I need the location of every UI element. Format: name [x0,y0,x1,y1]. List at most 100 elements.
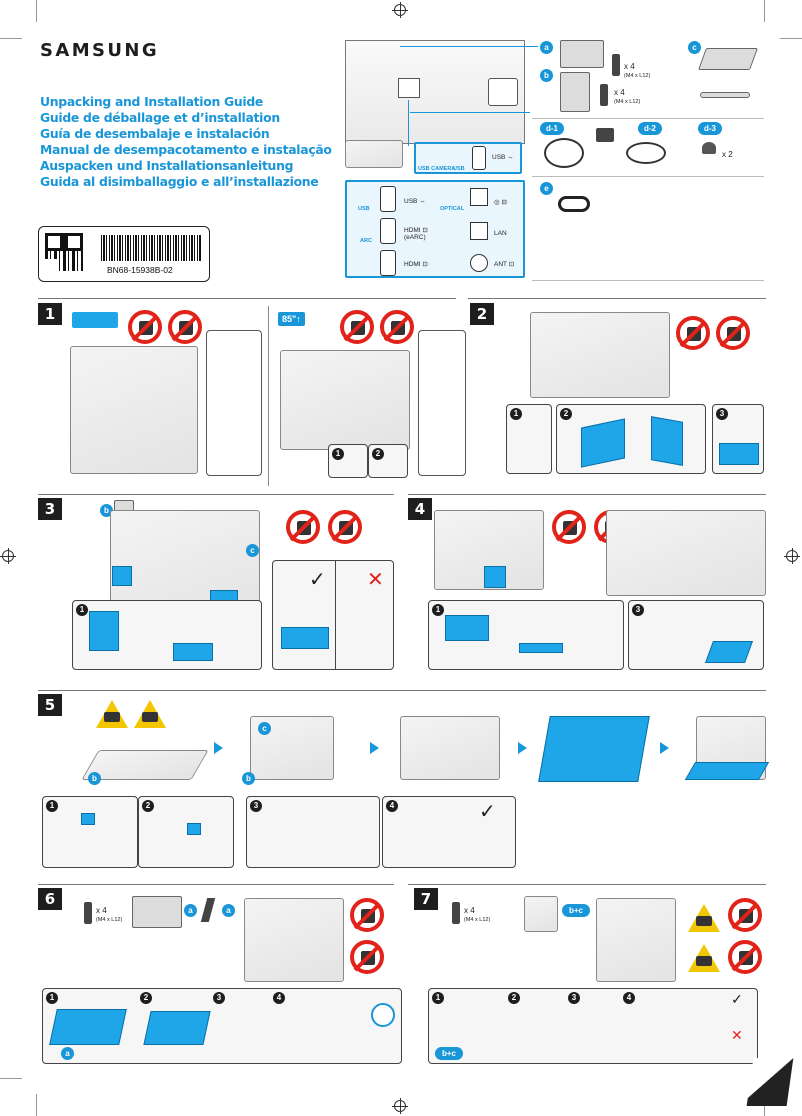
foam-block [281,627,329,649]
step5-sub-2: 2 [138,796,234,868]
parts-divider [532,280,764,281]
step-rule [408,884,766,885]
warning-hand-icon [134,700,166,728]
part-d3-badge: d-3 [698,122,722,135]
title-en: Unpacking and Installation Guide [40,94,263,109]
page-curl-icon [746,1058,794,1106]
part-b-badge: b [540,69,553,82]
no-lay-flat-icon [676,316,710,350]
foam-block [519,643,563,653]
check-icon: ✓ [479,801,496,823]
step2-sub-2: 2 [556,404,706,474]
title-es: Guía de desembalaje e instalación [40,126,270,141]
remove-packaging-illustration [530,312,670,398]
qr-code-icon [45,233,83,271]
crop-mark [780,38,802,39]
step-4-number: 4 [408,498,432,520]
stand-bar-icon [700,92,750,98]
no-press-screen-icon [716,316,750,350]
foam-block [112,566,132,586]
parts-divider [532,176,764,177]
port-usb-label: USB [453,166,465,172]
part-d2-badge: d-2 [638,122,662,135]
crop-mark [0,38,22,39]
lan-port-icon [470,222,488,240]
step5-sub-1: 1 [42,796,138,868]
wall-mount-blue [143,1011,211,1045]
power-cable-icon [544,138,584,168]
barcode-icon [101,235,201,261]
row2-blue: ARC [360,238,372,244]
part-c-badge: c [258,722,271,735]
step-5-number: 5 [38,694,62,716]
cable-holder-icon [702,142,716,154]
part-d3-qty: x 2 [722,150,733,159]
parts-divider [532,118,764,119]
step2-sub-1: 1 [506,404,552,474]
clip-part [187,823,201,835]
code-box: BN68-15938B-02 [38,226,210,282]
step5-sub-4: 4 ✓ [382,796,516,868]
part-d1-badge: d-1 [540,122,564,135]
part-c-badge: c [688,41,701,54]
step4-sub-1-2: 1 [428,600,624,670]
stand-base-icon [697,48,759,70]
foam-block [445,615,489,641]
step6-qty: x 4 [96,906,107,915]
part-bc-badge: b+c [562,904,590,917]
wall-socket-icon [488,78,518,106]
part-a-badge: a [184,904,197,917]
step-7-number: 7 [414,888,438,910]
next-arrow-icon [660,742,669,754]
ports-top-panel [414,142,522,174]
row2-right-label: LAN [494,230,507,237]
step7-qty: x 4 [464,906,475,915]
wall-mount-adapter-icon [560,40,604,68]
antenna-port-icon [470,254,488,272]
next-arrow-icon [518,742,527,754]
step6-sub-strip: 1 a 2 3 4 [42,988,402,1064]
port-usb-camera-label: USB CAMERA [418,166,456,172]
title-pt: Manual de desempacotamento e instalação [40,142,332,157]
registration-mark [784,548,800,564]
one-connect-box-illustration [345,140,403,168]
part-e-badge: e [540,182,553,195]
protective-cover [719,443,759,465]
no-lay-flat-icon [728,898,762,932]
guide-titles: Unpacking and Installation Guide Guide d… [40,94,332,190]
cable-icon [626,142,666,164]
callout-line [400,46,538,47]
part-a-spec: (M4 x L12) [624,73,651,79]
crop-mark [36,0,37,22]
part-b-badge: b [100,504,113,517]
hdmi-port-icon [380,250,396,276]
step-rule [38,494,394,495]
clip-icon [200,898,216,922]
usb-port-icon [472,146,486,170]
no-lay-flat-icon [552,510,586,544]
divider [335,561,336,669]
protective-cover [581,418,625,468]
wall-mount-adapter-icon [132,896,182,928]
row2-label: HDMI ⊡ (eARC) [404,227,428,241]
no-press-screen-icon [328,510,362,544]
row1-label: USB ⇔ [404,198,426,205]
cross-icon: ✕ [731,1027,743,1043]
screw-icon [84,902,92,924]
no-press-screen-icon [380,310,414,344]
assembled-stand-icon [524,896,558,932]
warning-hand-icon [688,944,720,972]
foam-block [89,611,119,651]
step-rule [468,298,766,299]
part-number: BN68-15938B-02 [107,265,173,275]
crop-mark [0,1078,22,1079]
screw-icon [600,84,608,106]
row3-right-label: ANT ⊡ [494,261,515,268]
step3-correct-incorrect: ✓ ✕ [272,560,394,670]
parts-checklist-column [206,330,262,476]
tv-back-illustration [345,40,525,144]
screw-detail-icon [371,1003,395,1027]
step-divider [268,306,269,486]
title-de: Auspacken und Installationsanleitung [40,158,294,173]
part-a-badge: a [61,1047,74,1060]
